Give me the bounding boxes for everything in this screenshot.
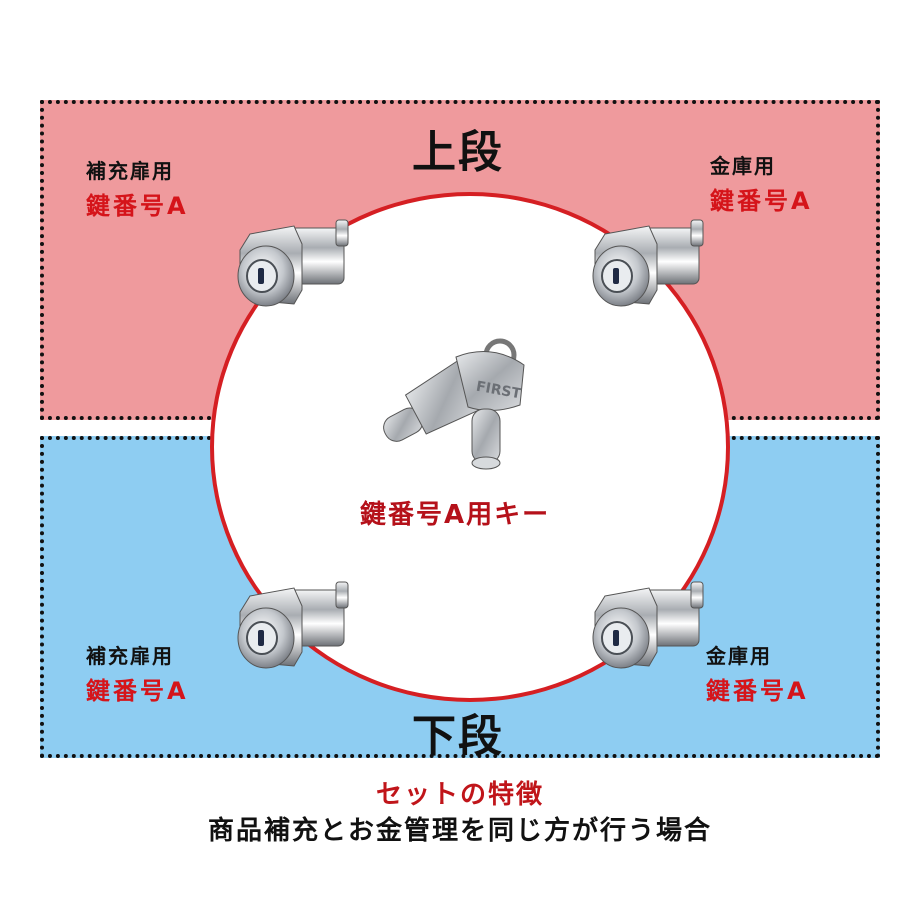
upper-left-purpose: 補充扉用: [86, 159, 174, 183]
lower-right-purpose: 金庫用: [706, 644, 772, 668]
lower-right-lock-icon: [592, 581, 704, 669]
upper-title: 上段: [412, 127, 504, 178]
lower-left-purpose: 補充扉用: [86, 644, 174, 668]
lower-title: 下段: [412, 711, 504, 762]
feature-text: 商品補充とお金管理を同じ方が行う場合: [207, 816, 712, 846]
lower-left-code: 鍵番号A: [86, 677, 189, 705]
lower-right-code: 鍵番号A: [706, 677, 809, 705]
lower-left-label: 補充扉用 鍵番号A: [86, 640, 189, 706]
upper-left-label: 補充扉用 鍵番号A: [86, 155, 189, 221]
key-pair-icon: FIRST: [383, 338, 525, 470]
key-brand: FIRST: [475, 379, 523, 403]
upper-right-label: 金庫用 鍵番号A: [710, 150, 813, 216]
upper-right-code: 鍵番号A: [710, 187, 813, 215]
upper-left-code: 鍵番号A: [86, 192, 189, 220]
upper-right-lock-icon: [592, 219, 704, 307]
upper-right-purpose: 金庫用: [710, 154, 776, 178]
lower-left-lock-icon: [237, 581, 349, 669]
key-caption: 鍵番号A用キー: [360, 500, 551, 530]
upper-left-lock-icon: [237, 219, 349, 307]
feature-title: セットの特徴: [375, 780, 544, 810]
lower-right-label: 金庫用 鍵番号A: [706, 640, 809, 706]
